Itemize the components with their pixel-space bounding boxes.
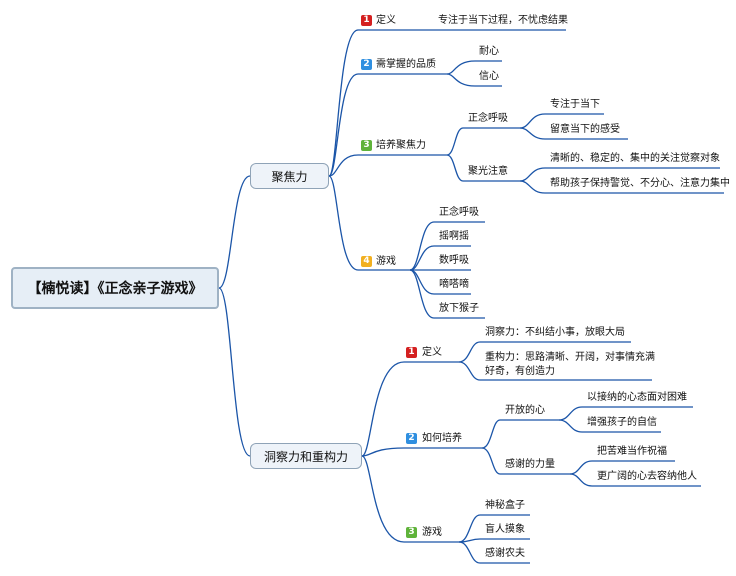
section-label[interactable]: 如何培养 <box>422 433 462 444</box>
leaf-item[interactable]: 以接纳的心态面对困难 <box>587 392 687 403</box>
branch-insight-topic[interactable]: 洞察力和重构力 <box>250 443 362 469</box>
section-label[interactable]: 定义 <box>422 347 442 358</box>
leaf-item[interactable]: 帮助孩子保持警觉、不分心、注意力集中 <box>550 178 730 189</box>
leaf-item[interactable]: 正念呼吸 <box>439 207 479 218</box>
group-label[interactable]: 聚光注意 <box>468 166 508 177</box>
number-badge-4: 4 <box>361 256 372 267</box>
number-badge-1: 1 <box>361 15 372 26</box>
leaf-item[interactable]: 摇啊摇 <box>439 231 469 242</box>
leaf-item[interactable]: 重构力：思路清晰、开阔，对事情充满 <box>485 352 655 363</box>
number-badge-1: 1 <box>406 347 417 358</box>
number-badge-2: 2 <box>406 433 417 444</box>
number-badge-3: 3 <box>361 140 372 151</box>
leaf-item[interactable]: 盲人摸象 <box>485 524 525 535</box>
section-label[interactable]: 培养聚焦力 <box>376 140 426 151</box>
leaf-item[interactable]: 放下猴子 <box>439 303 479 314</box>
number-badge-3: 3 <box>406 527 417 538</box>
leaf-item[interactable]: 留意当下的感受 <box>550 124 620 135</box>
leaf-item[interactable]: 嘀嗒嘀 <box>439 279 469 290</box>
group-label[interactable]: 开放的心 <box>505 405 545 416</box>
group-label[interactable]: 正念呼吸 <box>468 113 508 124</box>
leaf-item[interactable]: 把苦难当作祝福 <box>597 446 667 457</box>
leaf-item[interactable]: 专注于当下过程，不忧虑结果 <box>438 15 568 26</box>
group-label[interactable]: 感谢的力量 <box>505 459 555 470</box>
leaf-item[interactable]: 神秘盒子 <box>485 500 525 511</box>
leaf-item[interactable]: 数呼吸 <box>439 255 469 266</box>
leaf-item[interactable]: 好奇，有创造力 <box>485 366 555 377</box>
section-label[interactable]: 游戏 <box>376 256 396 267</box>
leaf-item[interactable]: 感谢农夫 <box>485 548 525 559</box>
section-label[interactable]: 定义 <box>376 15 396 26</box>
leaf-item[interactable]: 专注于当下 <box>550 99 600 110</box>
branch-focus-topic[interactable]: 聚焦力 <box>250 163 329 189</box>
number-badge-2: 2 <box>361 59 372 70</box>
section-label[interactable]: 游戏 <box>422 527 442 538</box>
leaf-item[interactable]: 耐心 <box>479 46 499 57</box>
leaf-item[interactable]: 增强孩子的自信 <box>587 417 657 428</box>
leaf-item[interactable]: 洞察力：不纠结小事，放眼大局 <box>485 327 625 338</box>
leaf-item[interactable]: 信心 <box>479 71 499 82</box>
section-label[interactable]: 需掌握的品质 <box>376 59 436 70</box>
leaf-item[interactable]: 清晰的、稳定的、集中的关注觉察对象 <box>550 153 720 164</box>
root-topic[interactable]: 【楠悦读】《正念亲子游戏》 <box>11 267 219 309</box>
leaf-item[interactable]: 更广阔的心去容纳他人 <box>597 471 697 482</box>
